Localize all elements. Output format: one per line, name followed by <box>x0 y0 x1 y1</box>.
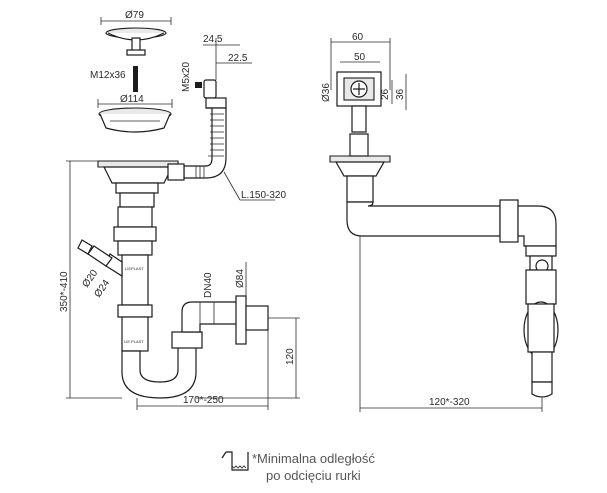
dim-36: 36 <box>395 88 406 100</box>
strainer-basket: Ø114 <box>97 94 173 133</box>
dim-d84: Ø84 <box>235 269 246 288</box>
overflow-head: M5x20 24.5 22.5 <box>181 34 252 99</box>
tailpiece: LIEPLAST LIE PLAST <box>113 206 157 352</box>
svg-text:LIE PLAST: LIE PLAST <box>124 339 144 344</box>
screw-m12: M12x36 <box>90 66 138 92</box>
appliance-connector: Ø20 Ø24 <box>77 239 123 300</box>
note-line-1: *Minimalna odległość <box>252 451 375 466</box>
dim-26: 26 <box>380 88 391 100</box>
dim-h120: 120 <box>285 348 296 365</box>
dim-w170: 170*-250 <box>183 395 224 406</box>
side-vertical-trap <box>523 245 559 398</box>
dim-60: 60 <box>352 32 364 43</box>
dim-dn40: DN40 <box>203 272 214 298</box>
side-width-dimension: 120*-320 <box>359 236 543 412</box>
svg-text:LIEPLAST: LIEPLAST <box>125 266 144 271</box>
outlet-height-dim: 120 <box>196 317 300 399</box>
side-horizontal-pipe <box>346 199 557 247</box>
dim-l150: L.150-320 <box>241 190 286 201</box>
dim-24-5: 24.5 <box>203 34 223 45</box>
overflow-plate <box>336 71 382 133</box>
dim-m12x36: M12x36 <box>90 70 126 81</box>
dim-d114: Ø114 <box>120 94 144 105</box>
dim-w120: 120*-320 <box>429 397 470 408</box>
outlet-dims: DN40 Ø84 <box>203 262 247 324</box>
sink-outlet <box>97 160 179 208</box>
overflow-hose: L.150-320 <box>167 97 286 201</box>
width-dimension: 170*-250 <box>136 330 269 410</box>
height-dimension: 350*-410 <box>59 160 122 399</box>
saw-icon <box>221 451 249 471</box>
trap-bend <box>121 295 269 399</box>
dim-22-5: 22.5 <box>228 53 248 64</box>
dim-d36a: Ø36 <box>321 83 332 102</box>
strainer-plug-small: Ø79 <box>100 10 172 56</box>
note-line-2: po odcięciu rurki <box>266 468 361 483</box>
overflow-plate-dims: 60 50 Ø36 26 36 <box>321 32 407 110</box>
side-sink-outlet <box>329 133 391 203</box>
dim-m5x20: M5x20 <box>181 62 192 92</box>
dim-d79: Ø79 <box>125 10 144 21</box>
dim-50: 50 <box>354 52 366 63</box>
dim-h350: 350*-410 <box>59 271 70 312</box>
